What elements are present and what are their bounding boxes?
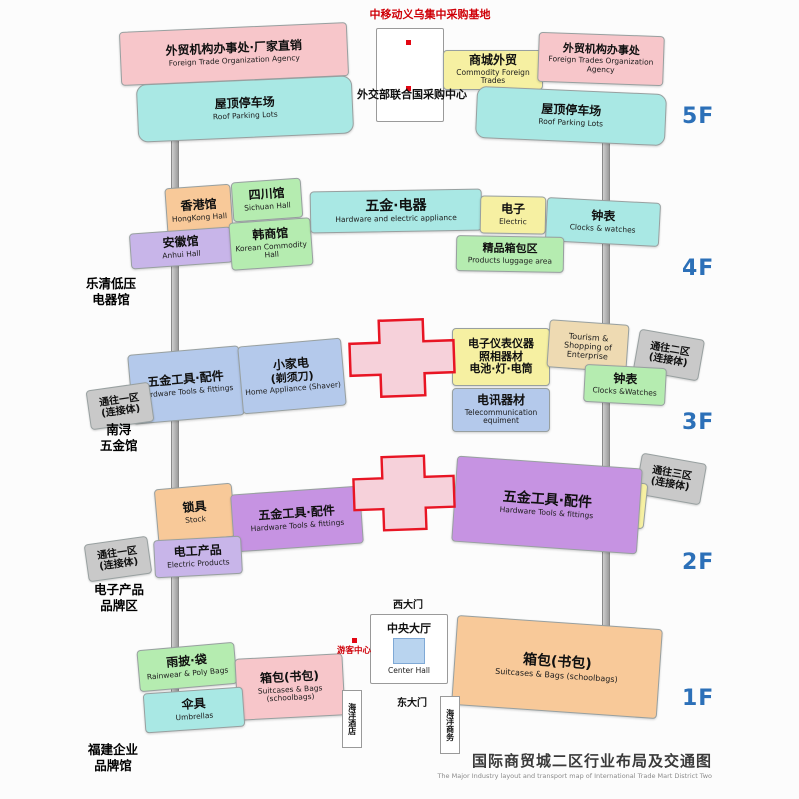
side-label-line2: 品牌区	[100, 598, 138, 614]
floor-label-4f: 4F	[682, 256, 715, 281]
side-label-line2: 品牌馆	[94, 758, 132, 774]
side-label-line1: 电子产品	[94, 582, 145, 597]
block-label-en: Home Appliance (Shaver)	[244, 380, 342, 398]
block-label-zh: 钟表	[612, 371, 638, 387]
block-hardware-tools-2f-mid: 五金工具·配件 Hardware Tools & fittings	[230, 485, 364, 553]
block-suitcases-schoolbags-left: 箱包(书包) Suitcases & Bags (schoolbags)	[234, 653, 346, 721]
side-label-line1: 福建企业	[88, 742, 139, 757]
block-label-en: Telecommunication equiment	[464, 407, 538, 426]
side-label-line2: 五金馆	[100, 438, 138, 454]
note-east-gate: 东大门	[397, 698, 427, 709]
block-label-en: Korean Commodity Hall	[235, 239, 308, 260]
block-korean-hall: 韩商馆 Korean Commodity Hall	[228, 217, 314, 271]
block-label-en: Rainwear & Poly Bags	[146, 665, 229, 682]
block-locks: 锁具 Stock	[153, 482, 237, 544]
block-sichuan-hall: 四川馆 Sichuan Hall	[230, 177, 304, 223]
side-label-line1: 乐清低压	[86, 276, 137, 291]
note-west-gate: 西大门	[393, 600, 423, 611]
tower-building	[376, 28, 444, 122]
block-label-en: Tourism & Shopping of Enterprise	[563, 331, 613, 362]
side-label-fujian-brand-hall: 福建企业 品牌馆	[88, 742, 138, 775]
tab-label: 海洋商务	[445, 709, 455, 741]
note-un-procurement-center: 外交部联合国采购中心	[357, 88, 467, 101]
side-label-nanxun-hardware: 南浔 五金馆	[100, 422, 138, 455]
block-label-zh: 精品箱包区	[482, 241, 538, 256]
map-title: 国际商贸城二区行业布局及交通图 The Major Industry layou…	[420, 750, 712, 780]
block-luggage-area: 精品箱包区 Products luggage area	[455, 235, 565, 273]
block-label-en: HongKong Hall	[171, 211, 228, 224]
tab-ocean-business: 海洋商务	[440, 696, 460, 754]
block-label-zh: 五金·电器	[365, 197, 427, 215]
block-suitcases-schoolbags-right: 箱包(书包) Suitcases & Bags (schoolbags)	[451, 614, 663, 720]
side-label-yueqing-lv-electric: 乐清低压 电器馆	[86, 276, 136, 309]
center-hall-label-zh: 中央大厅	[387, 621, 431, 635]
block-label-en: Commodity Foreign Trades	[456, 67, 530, 86]
block-label-line3: 电池·灯·电筒	[469, 362, 533, 376]
tab-ocean-hotel: 海洋酒店	[342, 690, 362, 748]
floor-label-1f: 1F	[682, 686, 715, 711]
block-label-zh: 钟表	[590, 208, 616, 224]
block-label-line2: 照相器材	[479, 349, 523, 363]
center-hall-label-en: Center Hall	[387, 665, 431, 675]
block-label-en: Hardware and electric appliance	[335, 213, 457, 225]
map-title-en: The Major Industry layout and transport …	[437, 772, 712, 780]
block-label-en: Clocks & watches	[569, 222, 636, 235]
block-label-en: Foreign Trades Organization Agency	[548, 54, 654, 75]
block-roof-parking-right: 屋顶停车场 Roof Parking Lots	[474, 85, 668, 147]
block-home-appliance-shaver: 小家电 (剃须刀) Home Appliance (Shaver)	[237, 337, 347, 415]
block-label-en: Stock	[184, 514, 207, 525]
red-marker-dot	[406, 86, 411, 91]
block-label-en: Clocks &Watches	[592, 385, 658, 398]
atrium-cross-2f	[352, 454, 456, 532]
atrium-cross-3f	[348, 317, 456, 399]
block-label-zh: 电子	[500, 202, 526, 217]
side-label-line1: 南浔	[106, 422, 132, 437]
center-hall: 中央大厅 Center Hall	[370, 614, 448, 684]
block-mall-foreign-trade: 商城外贸 Commodity Foreign Trades	[443, 50, 543, 90]
block-label-zh: 商城外贸	[468, 52, 517, 67]
connector-to-district1-2f: 通往一区 (连接体)	[83, 535, 153, 583]
block-label-en: Roof Parking Lots	[538, 116, 604, 129]
side-label-electronics-brand-zone: 电子产品 品牌区	[94, 582, 144, 615]
red-marker-dot	[406, 40, 411, 45]
block-label-en: Anhui Hall	[162, 248, 201, 261]
block-label-line1: 电子仪表仪器	[468, 337, 534, 351]
block-rainwear-bags: 雨披·袋 Rainwear & Poly Bags	[136, 641, 238, 693]
floor-label-2f: 2F	[682, 550, 715, 575]
note-mobile-procurement-base: 中移动义乌集中采购基地	[369, 8, 491, 21]
block-electric-products: 电工产品 Electric Products	[153, 535, 243, 579]
block-hardware-electric: 五金·电器 Hardware and electric appliance	[309, 188, 483, 234]
block-umbrellas: 伞具 Umbrellas	[142, 686, 246, 734]
block-label-en: Electric	[498, 216, 527, 227]
note-visitor-center: 游客中心	[336, 646, 371, 656]
red-marker-dot	[352, 638, 357, 643]
side-label-line2: 电器馆	[92, 292, 130, 308]
block-label-en: Suitcases & Bags (schoolbags)	[257, 683, 323, 704]
block-label-en: Roof Parking Lots	[212, 109, 278, 122]
block-label-en: Umbrellas	[175, 710, 214, 723]
tab-label: 海洋酒店	[347, 703, 357, 735]
block-clocks-3f: 钟表 Clocks &Watches	[583, 363, 667, 407]
block-electric: 电子 Electric	[479, 195, 547, 235]
map-title-zh: 国际商贸城二区行业布局及交通图	[471, 752, 712, 770]
block-label-en: Electric Products	[166, 557, 230, 570]
floor-label-5f: 5F	[682, 104, 715, 129]
hall-core-block	[393, 637, 425, 664]
floor-label-3f: 3F	[682, 410, 715, 435]
block-label-en: Sichuan Hall	[243, 200, 292, 213]
block-foreign-trade-agency-right: 外贸机构办事处 Foreign Trades Organization Agen…	[537, 31, 665, 87]
block-hardware-tools-2f-right: 五金工具·配件 Hardware Tools & fittings	[451, 455, 643, 555]
block-label-en: Products luggage area	[467, 254, 553, 266]
block-instruments-cameras-batteries: 电子仪表仪器 照相器材 电池·灯·电筒	[452, 328, 550, 386]
block-anhui-hall: 安徽馆 Anhui Hall	[128, 226, 234, 270]
block-label-zh: 电讯器材	[476, 392, 525, 407]
block-telecom-equipment: 电讯器材 Telecommunication equiment	[452, 388, 550, 432]
block-roof-parking-left: 屋顶停车场 Roof Parking Lots	[135, 75, 355, 143]
